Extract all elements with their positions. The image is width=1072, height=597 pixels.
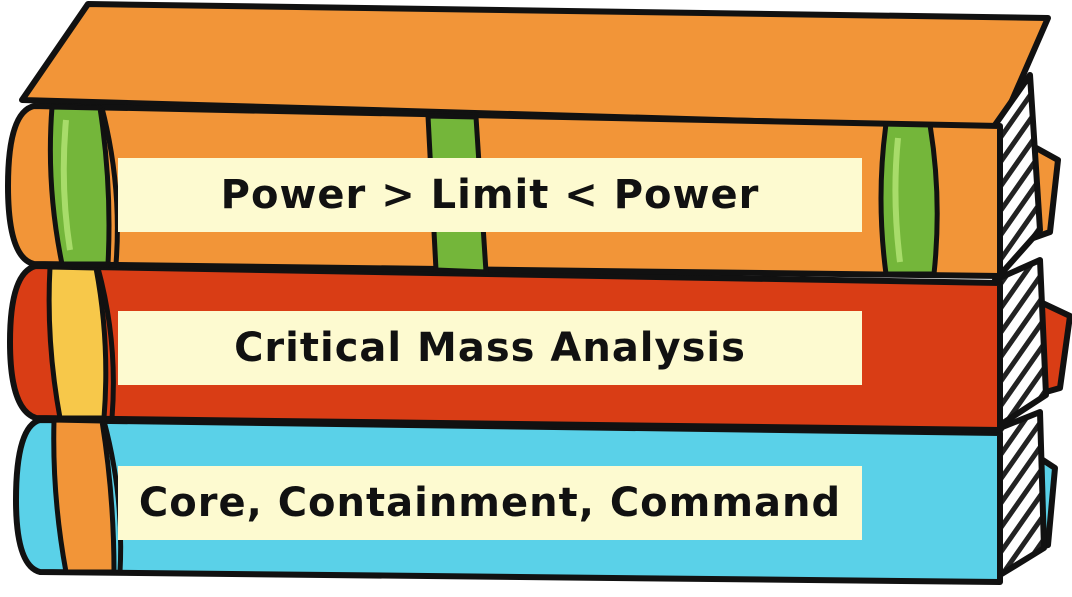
book-title-top: Power > Limit < Power [118,158,862,232]
book-title-middle: Critical Mass Analysis [118,311,862,385]
book-middle-band [46,264,109,421]
book-top-band-right [878,121,940,277]
book-top-band-left [47,104,112,267]
book-top-band-left-shine [60,119,73,251]
book-middle-inner-line [95,267,116,419]
book-bottom-inner-line [101,420,124,573]
book-top-band-right-shine [892,137,903,263]
book-middle [7,257,1072,433]
book-top [5,1,1061,279]
book-top-inner-line [99,107,120,265]
book-title-bottom: Core, Containment, Command [118,466,862,540]
book-bottom-band [51,417,117,575]
